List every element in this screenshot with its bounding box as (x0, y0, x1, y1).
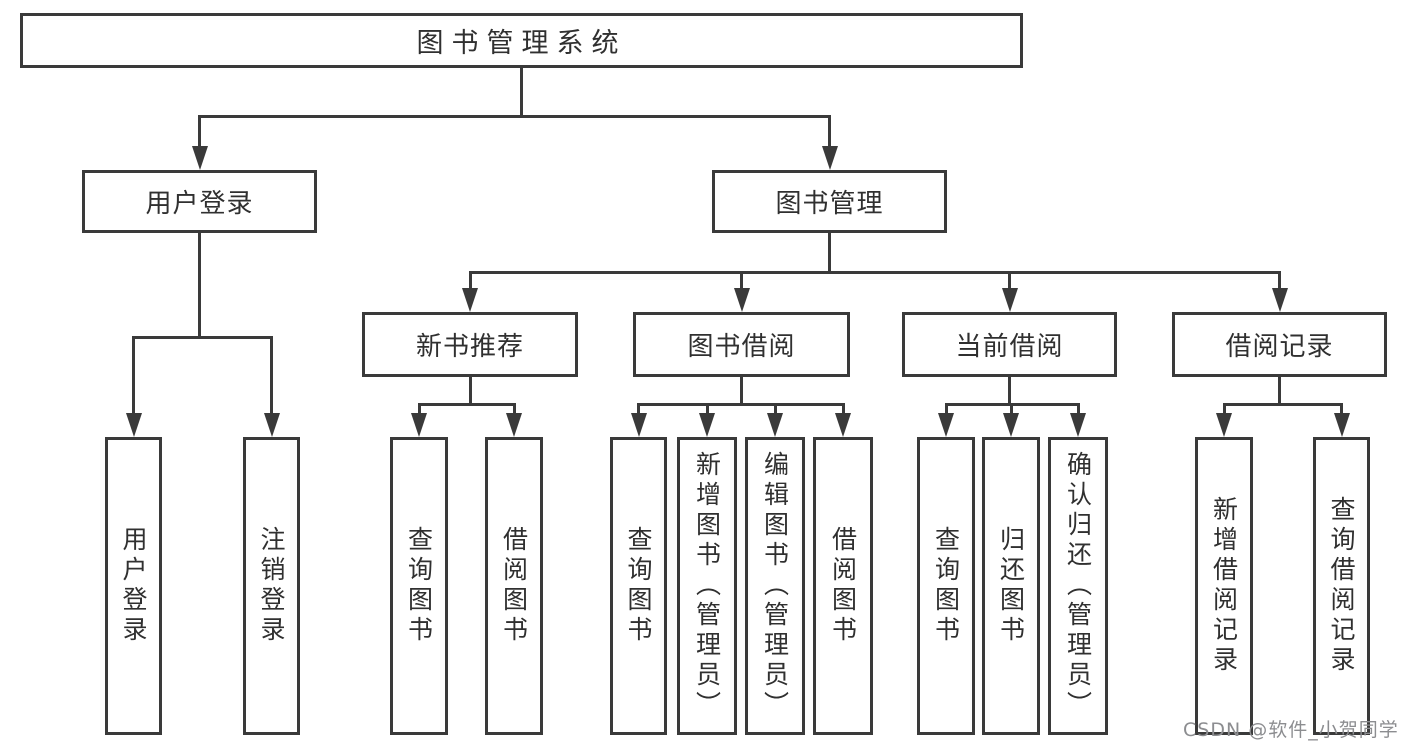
connector-line (468, 377, 472, 406)
node-leaf-add-borrow-record: 新增借阅记录 (1195, 437, 1253, 735)
connector-line (417, 404, 421, 419)
arrow-down-icon (733, 288, 750, 312)
connector-line (132, 337, 135, 419)
connector-line (1340, 404, 1343, 419)
node-leaf-query-book-2: 查询图书 (610, 437, 667, 735)
node-leaf-user-login: 用户登录 (105, 437, 162, 735)
connector-line (1278, 377, 1281, 406)
arrow-down-icon (835, 413, 851, 437)
node-label: 用户登录 (145, 189, 254, 219)
arrow-down-icon (125, 413, 142, 437)
node-label: 确认归还（管理员） (1063, 451, 1093, 721)
node-label: 新增借阅记录 (1209, 496, 1239, 676)
arrow-down-icon (462, 288, 478, 312)
connector-line (705, 404, 709, 419)
connector-line (468, 272, 472, 294)
arrow-down-icon (1271, 288, 1288, 312)
arrow-down-icon (1003, 413, 1019, 437)
node-leaf-borrow-book-1: 借阅图书 (485, 437, 543, 735)
node-label: 图书借阅 (687, 332, 796, 362)
node-label: 查询图书 (624, 526, 653, 646)
node-label: 当前借阅 (955, 332, 1064, 362)
arrow-down-icon (506, 413, 522, 437)
node-label: 借阅图书 (499, 526, 529, 646)
arrow-down-icon (411, 413, 427, 437)
watermark: CSDN @软件_小贺同学 (1183, 719, 1399, 741)
node-leaf-edit-book: 编辑图书（管理员） (745, 437, 805, 735)
node-label: 借阅图书 (828, 526, 858, 646)
connector-line (1278, 272, 1281, 294)
connector-line (1222, 404, 1226, 419)
node-book-mgmt: 图书管理 (712, 170, 947, 233)
node-user-login: 用户登录 (82, 170, 317, 233)
node-leaf-query-borrow-record: 查询借阅记录 (1313, 437, 1370, 735)
node-label: 查询图书 (404, 526, 434, 646)
connector-line (637, 402, 845, 406)
arrow-down-icon (263, 413, 280, 437)
connector-line (1008, 272, 1011, 294)
arrow-down-icon (191, 146, 208, 170)
connector-line (944, 404, 948, 419)
node-new-book-rec: 新书推荐 (362, 312, 578, 377)
connector-line (740, 377, 743, 406)
arrow-down-icon (767, 413, 783, 437)
node-label: 查询图书 (931, 526, 961, 646)
connector-line (198, 116, 201, 152)
arrow-down-icon (630, 413, 647, 437)
node-label: 查询借阅记录 (1327, 496, 1356, 676)
node-label: 归还图书 (996, 526, 1026, 646)
arrow-down-icon (821, 146, 838, 170)
connector-line (841, 404, 845, 419)
connector-line (1076, 404, 1080, 419)
connector-line (828, 116, 831, 152)
connector-line (520, 68, 523, 118)
node-leaf-borrow-book-2: 借阅图书 (813, 437, 873, 735)
connector-line (1009, 404, 1013, 419)
connector-line (468, 270, 1281, 274)
node-label: 借阅记录 (1225, 332, 1334, 362)
node-leaf-return-book: 归还图书 (982, 437, 1040, 735)
node-label: 用户登录 (119, 526, 148, 646)
arrow-down-icon (1070, 413, 1086, 437)
node-leaf-add-book: 新增图书（管理员） (677, 437, 737, 735)
node-label: 新增图书（管理员） (692, 451, 722, 721)
arrow-down-icon (938, 413, 954, 437)
connector-line (637, 404, 640, 419)
node-label: 图书管理系统 (416, 28, 627, 59)
node-current-borrow: 当前借阅 (902, 312, 1117, 377)
connector-line (1222, 402, 1343, 406)
connector-line (740, 272, 743, 294)
arrow-down-icon (1333, 413, 1350, 437)
arrow-down-icon (1216, 413, 1232, 437)
connector-line (1008, 377, 1011, 406)
node-leaf-logout: 注销登录 (243, 437, 300, 735)
node-leaf-query-book-1: 查询图书 (390, 437, 448, 735)
connector-line (512, 404, 516, 419)
node-label: 新书推荐 (415, 332, 524, 362)
connector-line (270, 337, 273, 419)
connector-line (132, 335, 273, 339)
node-label: 图书管理 (775, 189, 884, 219)
node-leaf-query-book-3: 查询图书 (917, 437, 975, 735)
connector-line (417, 402, 516, 406)
node-borrow-record: 借阅记录 (1172, 312, 1387, 377)
arrow-down-icon (1001, 288, 1018, 312)
connector-line (773, 404, 777, 419)
node-root: 图书管理系统 (20, 13, 1023, 68)
node-book-borrow: 图书借阅 (633, 312, 850, 377)
node-leaf-confirm-return: 确认归还（管理员） (1048, 437, 1108, 735)
node-label: 编辑图书（管理员） (760, 451, 790, 721)
connector-line (198, 114, 831, 118)
node-label: 注销登录 (257, 526, 286, 646)
connector-line (198, 233, 201, 339)
connector-line (828, 233, 831, 274)
arrow-down-icon (699, 413, 715, 437)
